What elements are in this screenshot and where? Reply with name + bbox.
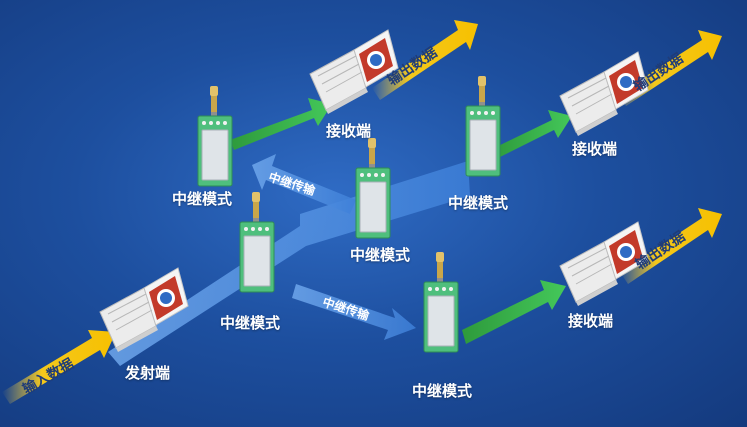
label-receiver-3: 接收端: [568, 312, 614, 330]
label-sender: 发射端: [125, 364, 171, 382]
radio-module-icon: [239, 191, 275, 293]
label-relay-1: 中继模式: [172, 190, 233, 208]
banner-out-bottom: [620, 208, 722, 284]
label-relay-5: 中继模式: [412, 382, 473, 400]
laptop-icon: [559, 51, 649, 137]
radio-module-icon: [197, 85, 233, 187]
radio-module-icon: [423, 251, 459, 353]
green-link-right: [494, 110, 572, 158]
banner-out-top: [372, 20, 478, 100]
label-receiver-2: 接收端: [572, 140, 618, 158]
radio-module-icon: [465, 75, 501, 177]
blue-link-down: [292, 284, 416, 340]
blue-link-back: [252, 154, 356, 214]
label-relay-2: 中继模式: [220, 314, 281, 332]
label-relay-4: 中继模式: [448, 194, 509, 212]
green-link-bottom: [462, 280, 566, 344]
label-receiver-1: 接收端: [326, 122, 372, 140]
radio-module-icon: [355, 137, 391, 239]
green-link-top: [230, 98, 332, 150]
label-relay-3: 中继模式: [350, 246, 411, 264]
banner-input: [2, 330, 116, 404]
